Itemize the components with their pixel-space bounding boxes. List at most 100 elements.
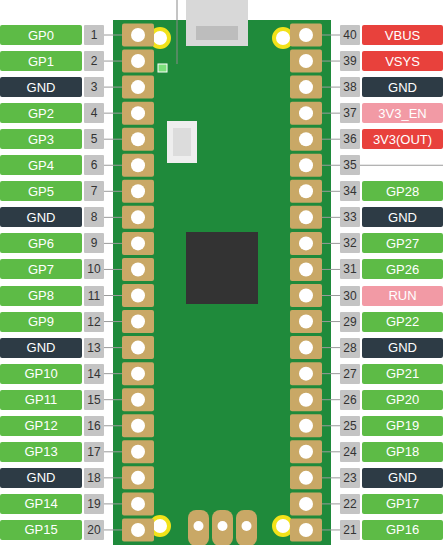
pin-number: 29	[340, 312, 360, 332]
pin-leader	[104, 373, 124, 374]
mounting-holes	[151, 29, 292, 535]
pin-number: 1	[84, 25, 104, 45]
pin-pad	[122, 284, 154, 307]
pin-hole	[131, 210, 145, 224]
pin-number-text: 20	[87, 524, 100, 536]
pin-number-text: 18	[87, 472, 100, 484]
pin-hole	[299, 471, 313, 485]
debug-hole	[218, 521, 228, 531]
pin-name-text: GP27	[386, 237, 419, 250]
pin-leader	[320, 503, 340, 504]
pin-pad	[122, 102, 154, 125]
pin-number-text: 16	[87, 420, 100, 432]
control-label: RUN	[362, 286, 443, 306]
bootsel-button	[167, 121, 197, 163]
pin-number: 20	[84, 520, 104, 540]
pin-pad	[122, 440, 154, 463]
pin-name-text: GP11	[25, 393, 57, 406]
pin-hole	[131, 158, 145, 172]
pin-name-text: VBUS	[385, 29, 420, 42]
pin-number-text: 36	[343, 133, 356, 145]
pin-pad	[122, 414, 154, 437]
pin-leader	[104, 113, 124, 114]
pin-pad	[122, 518, 154, 541]
pin-leader	[320, 425, 340, 426]
pin-number: 19	[84, 494, 104, 514]
pin-number-text: 40	[343, 29, 356, 41]
pin-pad	[122, 180, 154, 203]
pin-hole	[299, 236, 313, 250]
pin-name-text: GND	[388, 81, 417, 94]
pin-name-text: GP21	[386, 367, 419, 380]
pin-name-text: RUN	[388, 289, 416, 302]
pin-number: 40	[340, 25, 360, 45]
pin-number: 24	[340, 442, 360, 462]
pin-name-text: GND	[27, 81, 56, 94]
gpio-label: GP1	[0, 51, 82, 71]
pin-leader	[320, 373, 340, 374]
pin-leader	[360, 165, 443, 166]
pin-number-text: 19	[87, 498, 100, 510]
pin-leader	[320, 139, 340, 140]
pin-number-text: 39	[343, 55, 356, 67]
pin-leader	[320, 529, 340, 530]
pin-pad	[290, 440, 322, 463]
pin-number: 35	[340, 155, 360, 175]
pin-number-text: 15	[87, 394, 100, 406]
pin-hole	[299, 28, 313, 42]
usb-connector	[186, 0, 248, 46]
pin-number: 7	[84, 181, 104, 201]
pin-pad	[290, 154, 322, 177]
pin-leader	[104, 477, 124, 478]
pin-name-text: GND	[388, 211, 417, 224]
pin-number: 27	[340, 364, 360, 384]
pin-leader	[104, 217, 124, 218]
pin-number: 16	[84, 416, 104, 436]
debug-pad	[188, 510, 209, 545]
pin-pad	[122, 362, 154, 385]
bootsel-cap	[173, 128, 191, 156]
pin-number-text: 22	[343, 498, 356, 510]
pin-hole	[131, 132, 145, 146]
control-label: 3V3_EN	[362, 103, 443, 123]
pin-number-text: 38	[343, 81, 356, 93]
pin-pad	[290, 518, 322, 541]
gpio-label: GP11	[0, 390, 82, 410]
pin-hole	[299, 523, 313, 537]
pin-pad	[290, 76, 322, 99]
pin-number: 34	[340, 181, 360, 201]
pin-number-text: 24	[343, 446, 356, 458]
pin-pad	[122, 388, 154, 411]
pin-hole	[131, 341, 145, 355]
rp2040-chip	[186, 232, 258, 304]
gpio-label: GP0	[0, 25, 82, 45]
gpio-label: GP3	[0, 129, 82, 149]
pin-number-text: 2	[91, 55, 98, 67]
pin-number: 23	[340, 468, 360, 488]
pin-number-text: 32	[343, 237, 356, 249]
pin-name-text: GP9	[28, 315, 54, 328]
pin-leader	[104, 165, 124, 166]
pin-pads	[104, 24, 443, 542]
gpio-label: GP8	[0, 286, 82, 306]
gpio-label: GP5	[0, 181, 82, 201]
pin-pad	[122, 466, 154, 489]
gpio-label: GP28	[362, 181, 443, 201]
pin-name-text: GP3	[28, 133, 54, 146]
pin-leader	[104, 139, 124, 140]
pin-hole	[299, 289, 313, 303]
pin-leader	[320, 321, 340, 322]
pin-pad	[290, 232, 322, 255]
debug-hole	[242, 521, 252, 531]
pin-number-text: 34	[343, 185, 356, 197]
pin-number: 39	[340, 51, 360, 71]
pin-hole	[131, 497, 145, 511]
pin-pad	[290, 414, 322, 437]
pin-name-text: GP4	[28, 159, 54, 172]
pin-number: 12	[84, 312, 104, 332]
pin-name-text: GP13	[24, 445, 57, 458]
pin-name-text: 3V3(OUT)	[373, 133, 432, 146]
pin-pad	[290, 362, 322, 385]
ground-label: GND	[0, 468, 82, 488]
pin-name-text: GP1	[28, 55, 54, 68]
